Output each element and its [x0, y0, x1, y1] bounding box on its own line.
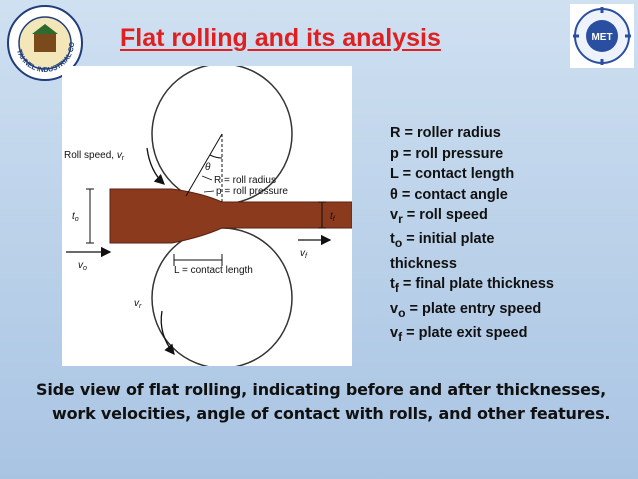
def-final-thickness: tf = final plate thickness [390, 276, 554, 296]
def-roll-speed: vr = roll speed [390, 207, 488, 226]
upper-roll-speed-arrow [146, 147, 165, 185]
exit-velocity-label: vf [300, 248, 308, 260]
roll-speed-label: Roll speed, vr [64, 150, 125, 162]
roll-pressure-label: p = roll pressure [216, 186, 288, 197]
radius-line [185, 133, 223, 197]
def-contact-length: L = contact length [390, 166, 515, 182]
def-roller-radius: R = roller radius [390, 125, 501, 141]
pressure-leader [203, 190, 215, 193]
angle-arc [209, 154, 223, 159]
initial-thickness-label: to [72, 211, 79, 223]
definitions-list: R = roller radius p = roll pressure L = … [390, 123, 630, 347]
caption-line-1: Side view of flat rolling, indicating be… [36, 380, 606, 399]
page-title: Flat rolling and its analysis [120, 24, 441, 52]
theta-label: θ [205, 162, 211, 173]
def-exit-speed: vf = plate exit speed [390, 325, 528, 344]
flat-rolling-diagram: Roll speed, vr θ R = roll radius p = rol… [62, 66, 352, 366]
caption-line-2: work velocities, angle of contact with r… [52, 404, 611, 423]
lower-roll [151, 227, 293, 366]
def-contact-angle: θ = contact angle [390, 186, 508, 203]
college-logo: TAHNEL INDUSTRIAL COLLEGE [3, 0, 84, 82]
lower-roll-speed-label: vr [134, 298, 142, 310]
department-logo: MET [570, 4, 634, 68]
radius-leader [201, 175, 213, 181]
department-logo-text: MET [591, 32, 612, 43]
def-entry-speed: vo = plate entry speed [390, 300, 542, 320]
final-thickness-label: tf [330, 211, 336, 223]
roll-radius-label: R = roll radius [214, 175, 276, 186]
figure-caption: Side view of flat rolling, indicating be… [36, 378, 626, 426]
def-roll-pressure: p = roll pressure [390, 145, 504, 162]
def-initial-thickness: to = initial plate thickness [390, 231, 495, 272]
lower-roll-speed-arrow [160, 310, 175, 356]
entry-velocity-label: vo [78, 260, 87, 272]
contact-length-label: L = contact length [174, 265, 253, 276]
